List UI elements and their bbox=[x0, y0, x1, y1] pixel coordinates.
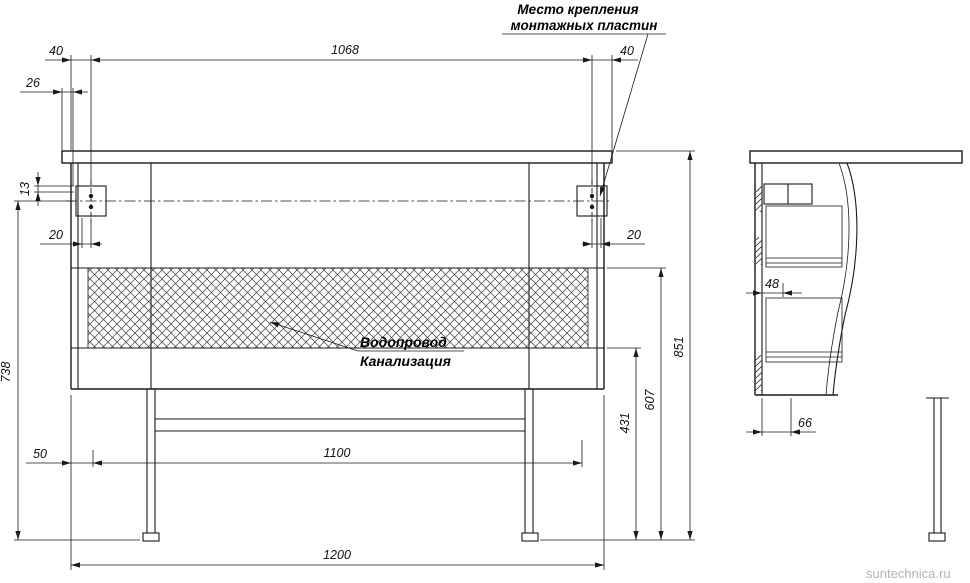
dim-20-right: 20 bbox=[582, 218, 645, 248]
dim-13: 13 bbox=[18, 172, 74, 206]
dim-1200: 1200 bbox=[70, 395, 605, 570]
dim-label-431: 431 bbox=[618, 413, 632, 434]
plumbing-label-line2: Канализация bbox=[360, 353, 451, 369]
mounting-plate-callout: Место крепления монтажных пластин bbox=[502, 2, 666, 197]
plumbing-label-line1: Водопровод bbox=[360, 334, 447, 350]
countertop bbox=[61, 150, 613, 164]
mounting-plate-left bbox=[75, 180, 107, 222]
front-view bbox=[61, 150, 613, 542]
watermark: suntechnica.ru bbox=[866, 566, 951, 581]
dim-label-1068: 1068 bbox=[331, 43, 359, 57]
dim-label-48: 48 bbox=[765, 277, 779, 291]
mounting-label-line2: монтажных пластин bbox=[511, 18, 658, 33]
dim-label-851: 851 bbox=[672, 337, 686, 358]
plumbing-hatch-zone bbox=[71, 267, 604, 349]
dim-738: 738 bbox=[0, 200, 140, 541]
dim-label-1200: 1200 bbox=[323, 548, 351, 562]
mounting-plate-right bbox=[576, 180, 608, 222]
plumbing-callout: Водопровод Канализация bbox=[269, 321, 464, 369]
plumbing-leader-arrow bbox=[270, 322, 280, 328]
mounting-leader-arrow bbox=[600, 186, 606, 196]
dim-label-20-left: 20 bbox=[48, 228, 63, 242]
dim-431: 431 bbox=[607, 347, 641, 540]
dim-label-13: 13 bbox=[18, 182, 32, 196]
dim-label-738: 738 bbox=[0, 362, 13, 383]
legs bbox=[142, 389, 539, 542]
dim-label-607: 607 bbox=[643, 389, 657, 411]
dim-label-66: 66 bbox=[798, 416, 812, 430]
dim-607: 607 bbox=[607, 267, 666, 540]
dim-label-50: 50 bbox=[33, 447, 47, 461]
side-leg bbox=[926, 397, 949, 542]
dim-label-top-left-40: 40 bbox=[49, 44, 63, 58]
dim-851: 851 bbox=[540, 150, 695, 541]
side-countertop bbox=[749, 150, 963, 164]
side-body bbox=[754, 162, 858, 396]
dim-66: 66 bbox=[746, 398, 816, 436]
dim-48: 48 bbox=[746, 277, 802, 297]
mounting-label-line1: Место крепления bbox=[517, 2, 638, 17]
dim-label-20-right: 20 bbox=[626, 228, 641, 242]
dim-label-26: 26 bbox=[25, 76, 40, 90]
dim-label-top-right-40: 40 bbox=[620, 44, 634, 58]
side-view bbox=[749, 150, 963, 542]
dim-50-1100: 50 1100 bbox=[26, 440, 583, 467]
dim-20-left: 20 bbox=[40, 218, 102, 248]
dimensions: 40 1068 40 26 13 20 bbox=[0, 43, 816, 570]
dim-top-row: 40 1068 40 bbox=[45, 43, 638, 184]
dim-26: 26 bbox=[20, 76, 88, 186]
dim-label-1100: 1100 bbox=[324, 446, 351, 460]
